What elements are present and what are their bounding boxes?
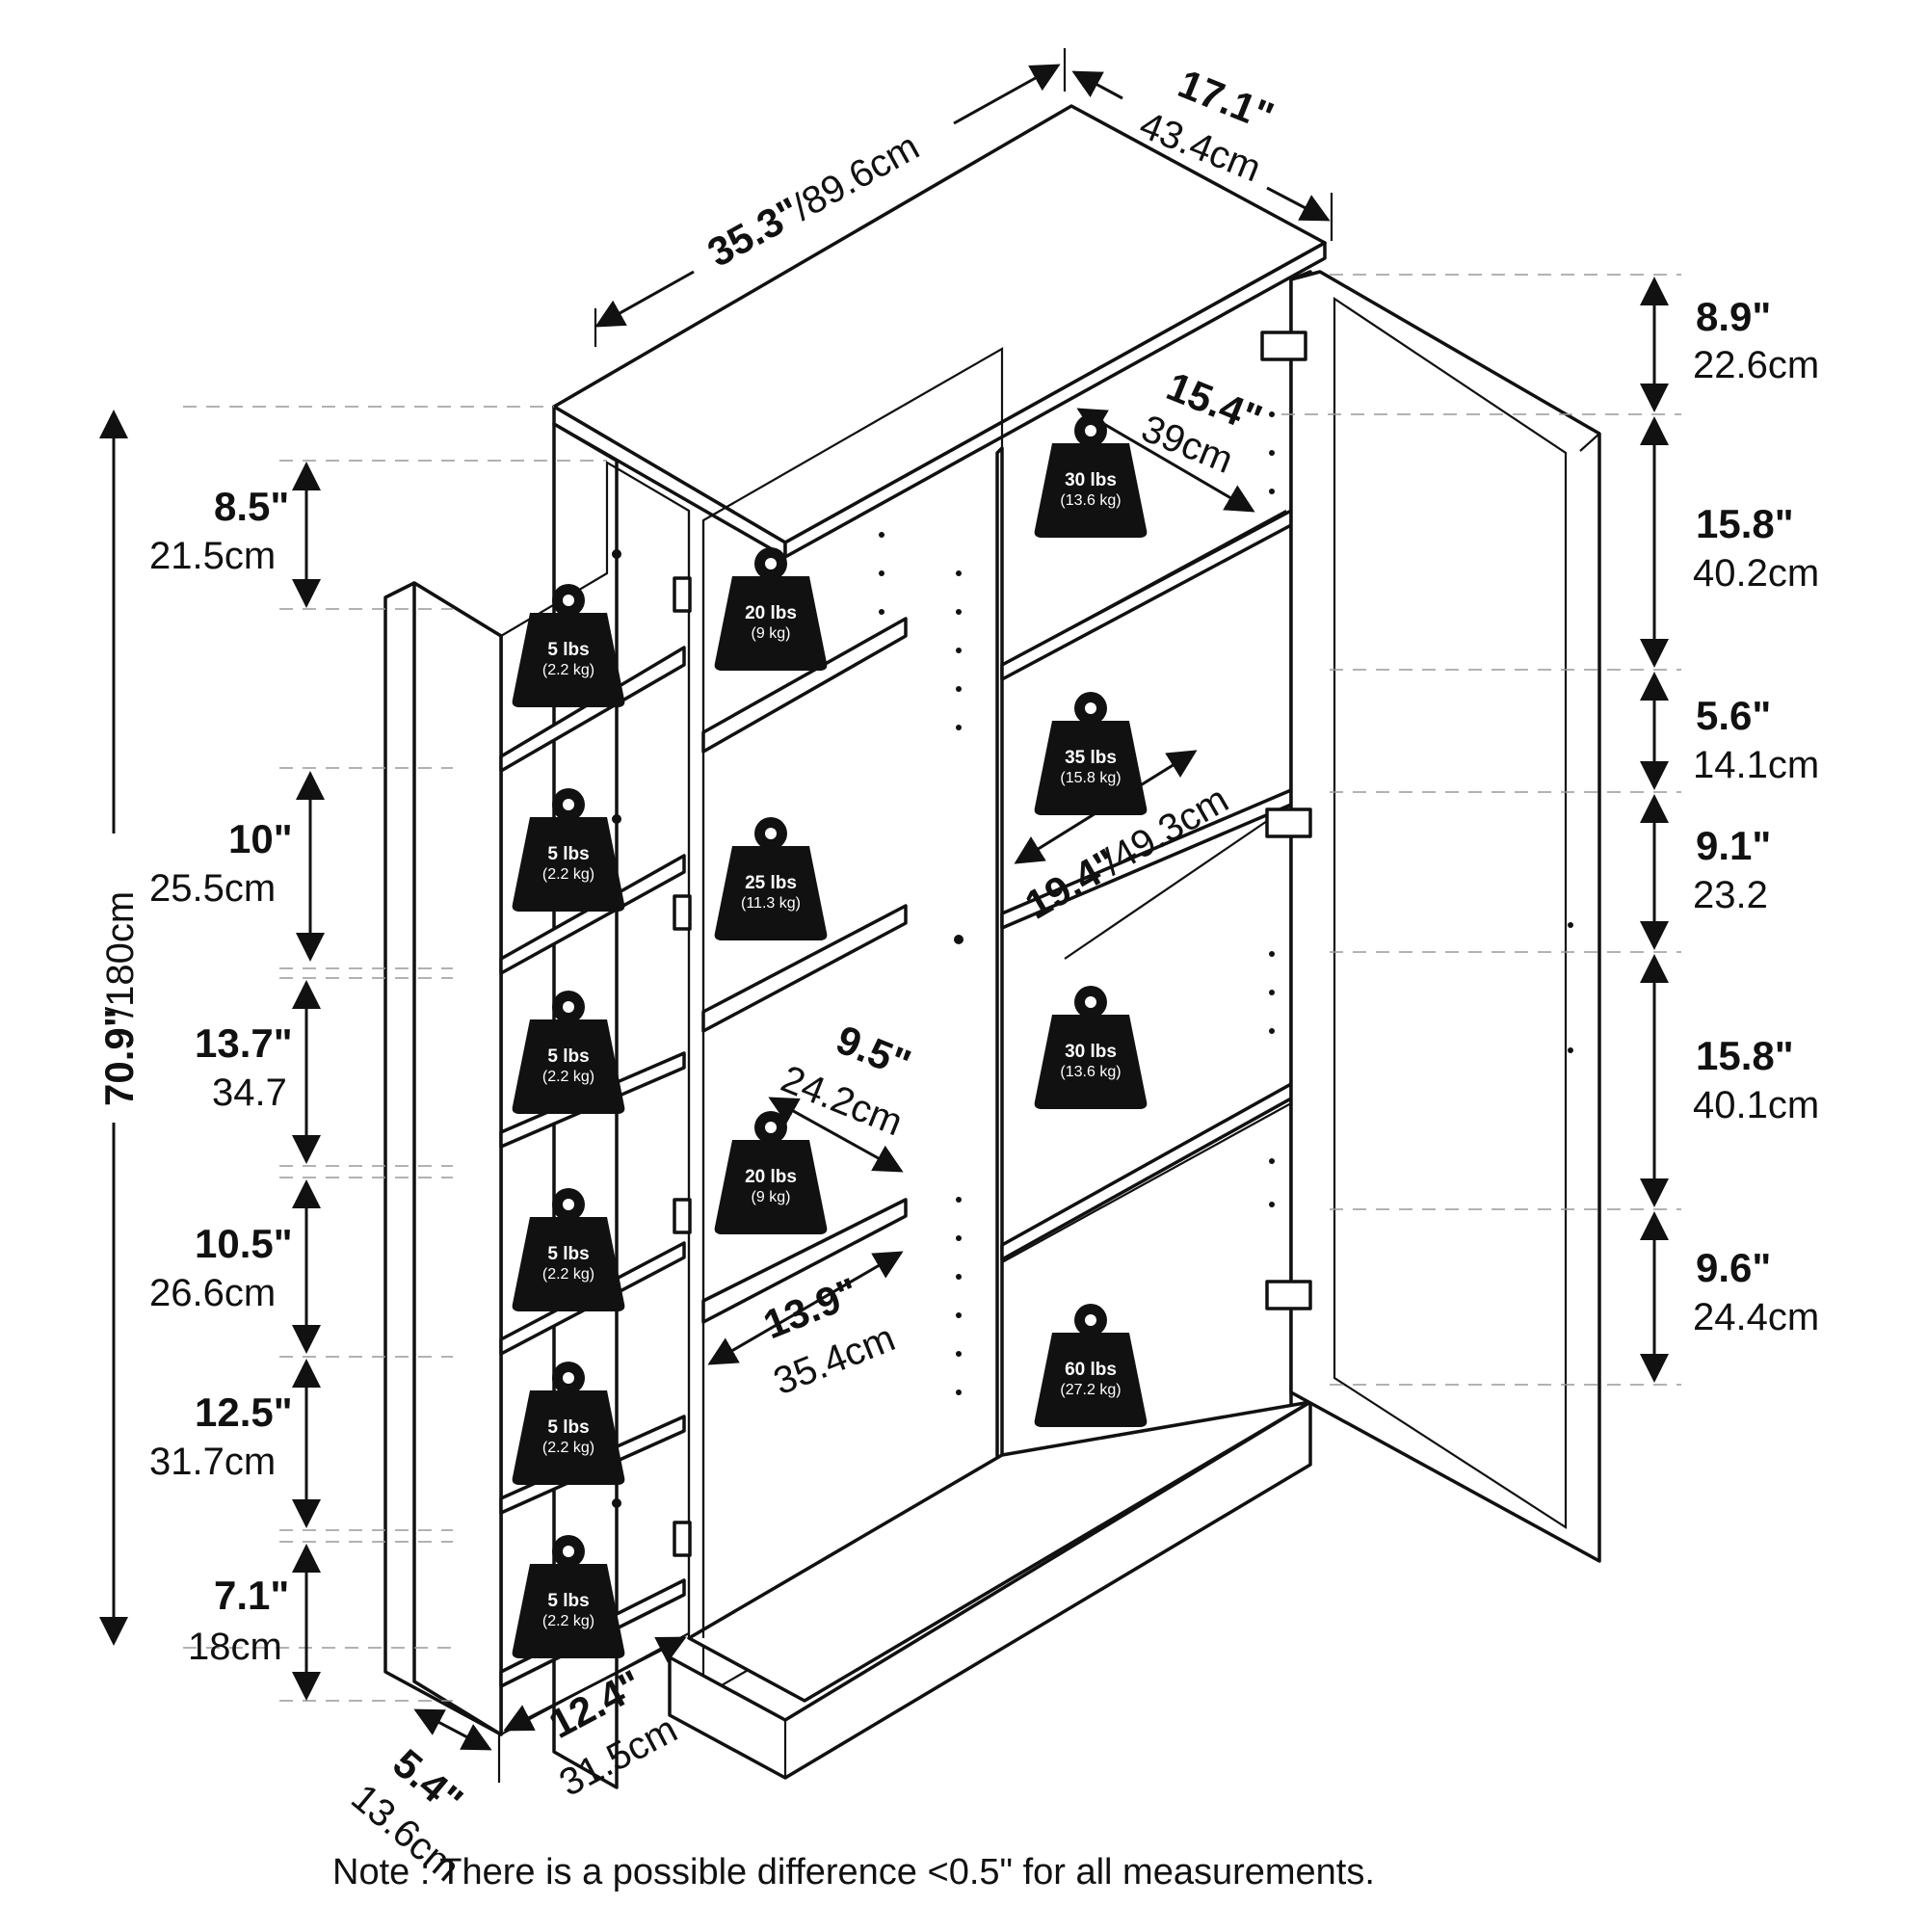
weight-kg-label: (9 kg) (752, 1189, 791, 1205)
weight-kg-label: (27.2 kg) (1060, 1382, 1121, 1398)
weight-lbs-label: 5 lbs (547, 1046, 589, 1067)
weight-kg-label: (2.2 kg) (542, 1613, 594, 1629)
right-spacing-1-metric: 22.6cm (1693, 344, 1819, 386)
cabinet-top-front-edge (783, 241, 1327, 559)
right-spacing-2-imperial: 15.8" (1696, 501, 1794, 546)
left-spacing-2-imperial: 10" (228, 816, 293, 861)
left-spacing-5-metric: 31.7cm (149, 1441, 276, 1483)
weight-icon: 5 lbs (2.2 kg) (512, 584, 625, 707)
weight-kg-label: (9 kg) (752, 625, 791, 642)
right-door (1289, 270, 1601, 1563)
weight-kg-label: (11.3 kg) (741, 895, 801, 912)
right-door-panel (1333, 296, 1568, 1530)
right-spacing-3-imperial: 5.6" (1696, 693, 1771, 738)
weight-lbs-label: 30 lbs (1065, 470, 1117, 490)
weight-kg-label: (2.2 kg) (542, 662, 594, 678)
height-metric: /180cm (99, 891, 142, 1018)
left-spacing-3-metric: 34.7 (212, 1072, 287, 1114)
left-spacing-3-imperial: 13.7" (195, 1020, 293, 1066)
weight-lbs-label: 60 lbs (1065, 1360, 1117, 1380)
right-spacing-5-imperial: 15.8" (1696, 1033, 1794, 1078)
weight-kg-label: (2.2 kg) (542, 1266, 594, 1283)
right-spacing-4-imperial: 9.1" (1696, 823, 1771, 868)
weight-kg-label: (2.2 kg) (542, 1440, 594, 1456)
right-spacing-4-metric: 23.2 (1693, 874, 1768, 916)
weight-icon: 35 lbs (15.8 kg) (1034, 692, 1148, 815)
weight-lbs-label: 5 lbs (547, 1244, 589, 1264)
weight-lbs-label: 30 lbs (1065, 1042, 1117, 1062)
weight-lbs-label: 35 lbs (1065, 748, 1117, 768)
weight-lbs-label: 20 lbs (745, 603, 797, 623)
weight-icon: 5 lbs (2.2 kg) (512, 1535, 625, 1658)
left-spacing-4-imperial: 10.5" (195, 1221, 293, 1266)
right-spacing-3-metric: 14.1cm (1693, 744, 1819, 786)
weight-kg-label: (13.6 kg) (1060, 492, 1121, 509)
hinge-icon (673, 331, 1312, 1557)
guide-lines (183, 274, 1681, 1702)
weight-icon: 60 lbs (27.2 kg) (1034, 1304, 1148, 1427)
weight-icon: 30 lbs (13.6 kg) (1034, 414, 1148, 538)
weight-icon: 5 lbs (2.2 kg) (512, 788, 625, 912)
weight-icon: 20 lbs (9 kg) (714, 547, 828, 671)
height-imperial: 70.9" (96, 1008, 142, 1106)
weight-lbs-label: 5 lbs (547, 640, 589, 660)
weight-kg-label: (2.2 kg) (542, 866, 594, 883)
left-spacing-1-metric: 21.5cm (149, 535, 276, 577)
weight-icon: 5 lbs (2.2 kg) (512, 1362, 625, 1485)
left-spacing-6-imperial: 7.1" (214, 1573, 289, 1618)
dimension-arrows (99, 48, 1669, 1783)
door-shelf-1 (499, 646, 686, 773)
right-spacing-6-metric: 24.4cm (1693, 1296, 1819, 1338)
left-spacing-4-metric: 26.6cm (149, 1272, 276, 1314)
weight-lbs-label: 5 lbs (547, 1591, 589, 1611)
left-door-edge (412, 581, 503, 1736)
right-shelf-3 (1000, 1082, 1293, 1261)
weight-lbs-label: 20 lbs (745, 1167, 797, 1187)
weight-lbs-label: 25 lbs (745, 873, 797, 893)
weight-badges: 5 lbs(2.2 kg)5 lbs(2.2 kg)5 lbs(2.2 kg)5… (512, 414, 1148, 1658)
weight-lbs-label: 5 lbs (547, 1417, 589, 1438)
right-spacing-5-metric: 40.1cm (1693, 1084, 1819, 1126)
weight-icon: 5 lbs (2.2 kg) (512, 1188, 625, 1311)
weight-icon: 30 lbs (13.6 kg) (1034, 986, 1148, 1109)
weight-kg-label: (13.6 kg) (1060, 1064, 1121, 1080)
weight-icon: 5 lbs (2.2 kg) (512, 991, 625, 1114)
right-spacing-1-imperial: 8.9" (1696, 294, 1771, 339)
measurement-note: Note : There is a possible difference <0… (332, 1852, 1375, 1892)
weight-icon: 20 lbs (9 kg) (714, 1111, 828, 1234)
left-spacing-1-imperial: 8.5" (214, 484, 289, 529)
cabinet-drawing (383, 104, 1601, 1789)
shelf-pin-holes (612, 411, 1573, 1508)
left-spacing-5-imperial: 12.5" (195, 1389, 293, 1435)
weight-kg-label: (2.2 kg) (542, 1069, 594, 1085)
weight-icon: 25 lbs (11.3 kg) (714, 817, 828, 940)
weight-kg-label: (15.8 kg) (1060, 770, 1121, 786)
left-spacing-2-metric: 25.5cm (149, 867, 276, 910)
right-spacing-2-metric: 40.2cm (1693, 552, 1819, 595)
weight-lbs-label: 5 lbs (547, 844, 589, 864)
right-spacing-6-imperial: 9.6" (1696, 1245, 1771, 1290)
left-spacing-6-metric: 18cm (188, 1626, 282, 1668)
middle-depth-imperial: 9.5" (831, 1017, 917, 1087)
door-shelf-2 (499, 854, 686, 975)
